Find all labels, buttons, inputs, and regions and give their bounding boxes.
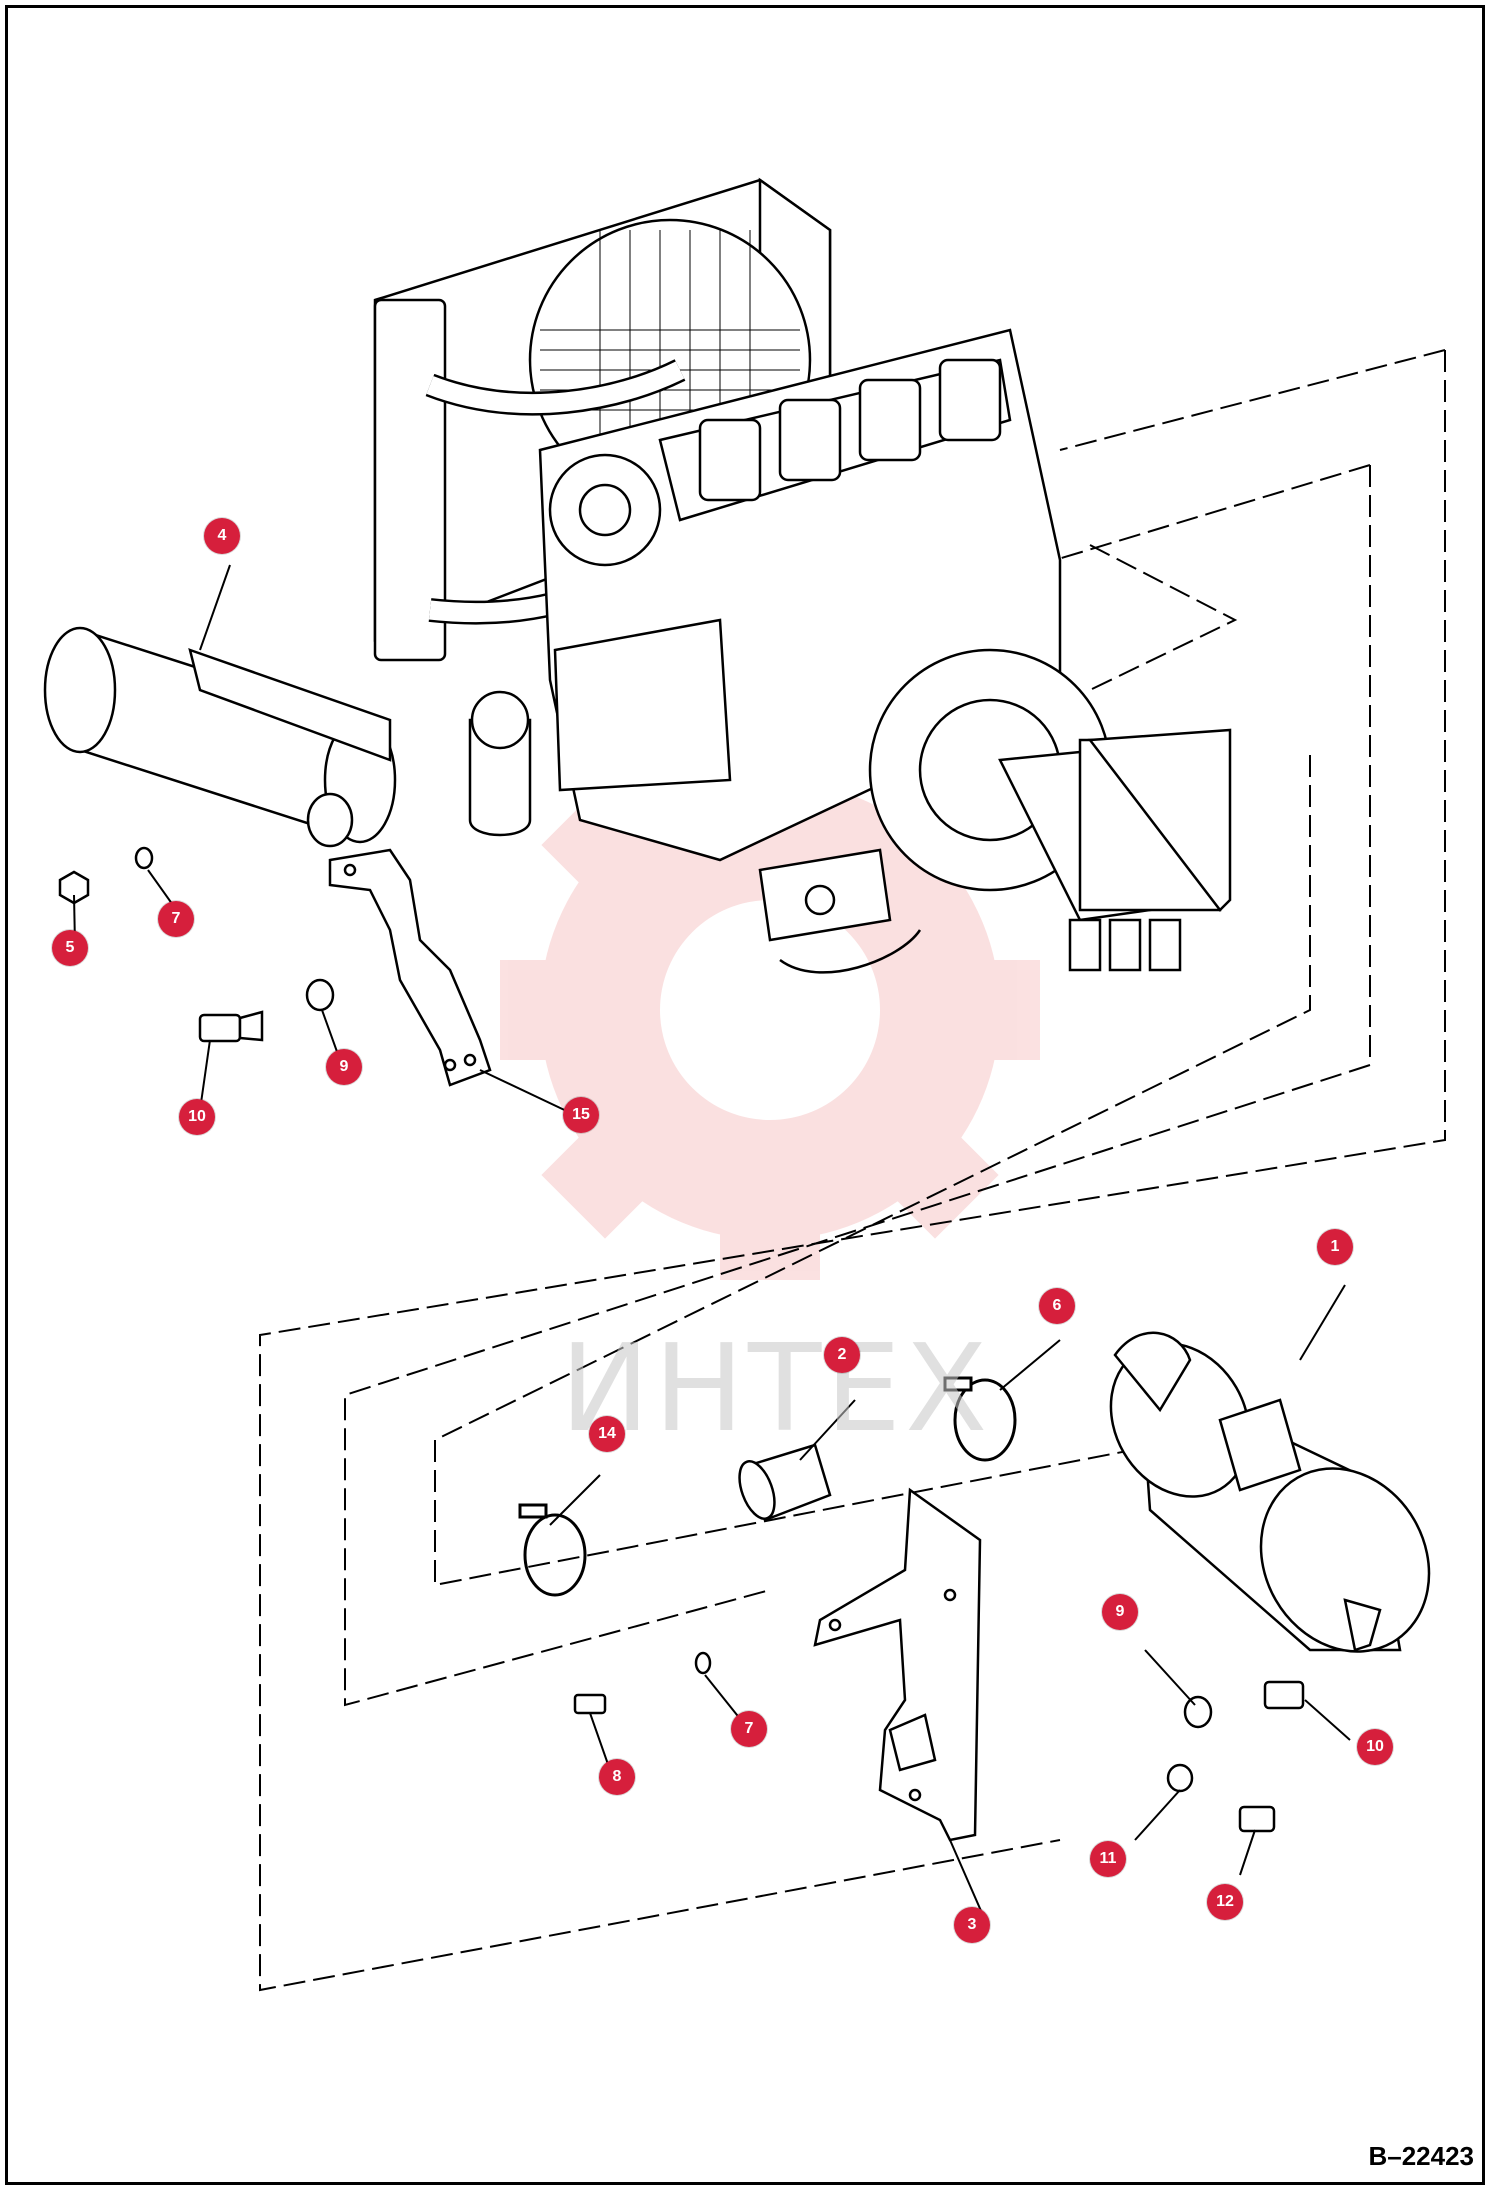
- ref-9-washer-lower-badge[interactable]: 9: [1102, 1594, 1138, 1630]
- ref-2-hose-badge[interactable]: 2: [824, 1337, 860, 1373]
- ref-12-bolt-badge[interactable]: 12: [1207, 1884, 1243, 1920]
- air-cleaner-part: [1109, 1331, 1431, 1653]
- engine-assembly-illustration: [373, 177, 1232, 974]
- drawing-number: B–22423: [1368, 2141, 1474, 2171]
- watermark-text: ИНТЕХ: [560, 1320, 992, 1459]
- ref-11-washer-badge[interactable]: 11: [1090, 1841, 1126, 1877]
- ref-5-nut-badge[interactable]: 5: [52, 930, 88, 966]
- ref-10-bolt-upper-badge[interactable]: 10: [179, 1099, 215, 1135]
- ref-4-muffler-badge[interactable]: 4: [204, 518, 240, 554]
- ref-10-bolt-lower-badge[interactable]: 10: [1357, 1729, 1393, 1765]
- upper-hardware: [58, 846, 335, 1043]
- ref-7-washer-lower-badge[interactable]: 7: [731, 1711, 767, 1747]
- ref-8-bolt-badge[interactable]: 8: [599, 1759, 635, 1795]
- ref-1-air-cleaner-badge[interactable]: 1: [1317, 1229, 1353, 1265]
- diagram-frame: [5, 5, 1485, 2185]
- ref-7-washer-upper-badge[interactable]: 7: [158, 901, 194, 937]
- hose-clamps: [518, 1376, 1017, 1597]
- air-cleaner-mount-bracket: [813, 1487, 982, 1842]
- ref-3-mount-bracket-badge[interactable]: 3: [954, 1907, 990, 1943]
- ref-14-clamp-badge[interactable]: 14: [589, 1416, 625, 1452]
- dashed-guide-lines: [259, 349, 1446, 1992]
- ref-15-bracket-badge[interactable]: 15: [563, 1097, 599, 1133]
- ref-6-clamp-badge[interactable]: 6: [1039, 1288, 1075, 1324]
- hose-part: [738, 1443, 832, 1522]
- ref-9-washer-upper-badge[interactable]: 9: [326, 1049, 362, 1085]
- muffler-part: [43, 626, 397, 848]
- lower-hardware: [573, 1651, 1305, 1833]
- muffler-bracket-part: [328, 848, 492, 1087]
